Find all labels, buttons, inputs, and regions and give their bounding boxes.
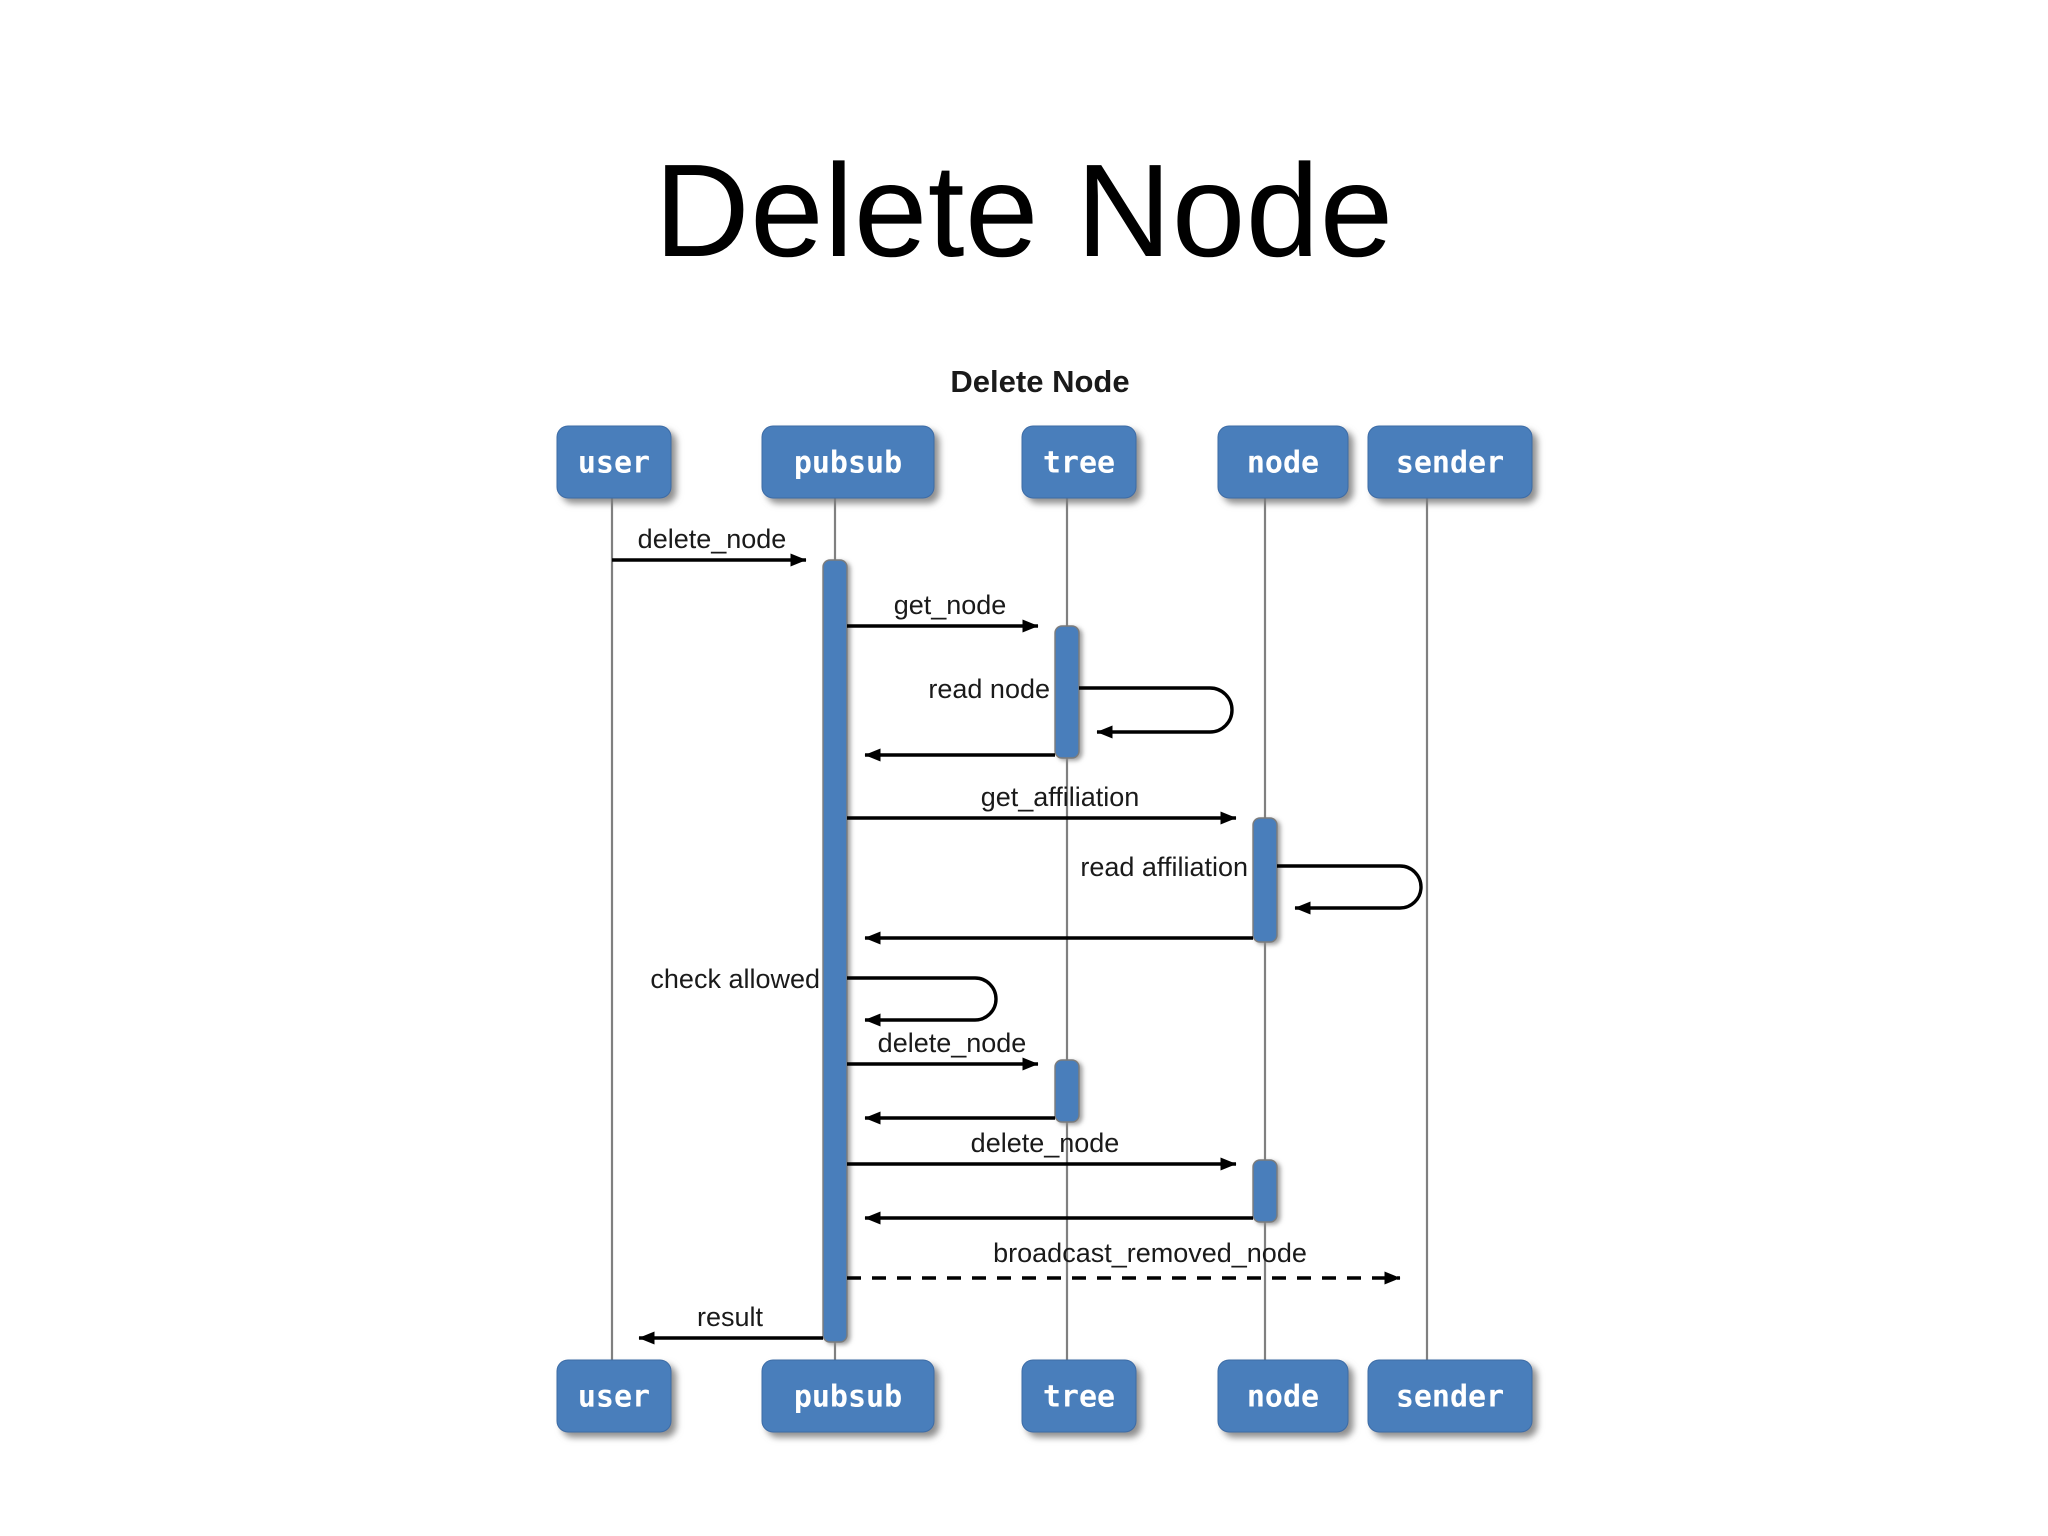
message-label: result: [697, 1302, 764, 1332]
participant-boxes-top: user pubsub tree node sender: [556, 425, 1533, 499]
activation-node-delete-node: [1252, 1159, 1278, 1223]
self-loop-arrow: [1079, 686, 1234, 739]
message-read-affiliation-self: read affiliation: [1080, 852, 1423, 915]
participant-label: node: [1247, 446, 1319, 481]
participant-box-tree-top[interactable]: tree: [1021, 425, 1137, 499]
participant-box-user-top[interactable]: user: [556, 425, 672, 499]
participant-label: pubsub: [794, 446, 902, 481]
activation-tree-get-node: [1054, 625, 1080, 759]
participant-label: sender: [1396, 446, 1504, 481]
participant-box-node-top[interactable]: node: [1217, 425, 1349, 499]
message-broadcast-removed-node: broadcast_removed_node: [847, 1238, 1401, 1285]
participant-box-sender-bottom[interactable]: sender: [1367, 1359, 1533, 1433]
message-read-node-self: read node: [928, 674, 1234, 739]
participant-box-pubsub-top[interactable]: pubsub: [761, 425, 935, 499]
message-label: delete_node: [878, 1028, 1027, 1058]
activation-pubsub-main: [822, 559, 848, 1343]
message-delete-node-pubsub-node: delete_node: [847, 1128, 1237, 1171]
message-label: check allowed: [650, 964, 820, 994]
participant-label: user: [578, 1380, 650, 1415]
page-title: Delete Node: [654, 137, 1394, 284]
message-label: read affiliation: [1080, 852, 1248, 882]
participant-label: user: [578, 446, 650, 481]
participant-box-user-bottom[interactable]: user: [556, 1359, 672, 1433]
participant-box-sender-top[interactable]: sender: [1367, 425, 1533, 499]
activation-tree-delete-node: [1054, 1059, 1080, 1123]
participant-label: pubsub: [794, 1380, 902, 1415]
participant-label: tree: [1043, 1380, 1115, 1415]
message-label: delete_node: [971, 1128, 1120, 1158]
message-label: get_node: [894, 590, 1007, 620]
message-get-affiliation: get_affiliation: [847, 782, 1237, 825]
message-check-allowed-self: check allowed: [650, 964, 998, 1027]
diagram-title: Delete Node: [950, 364, 1129, 399]
participant-box-node-bottom[interactable]: node: [1217, 1359, 1349, 1433]
participant-box-pubsub-bottom[interactable]: pubsub: [761, 1359, 935, 1433]
participant-label: node: [1247, 1380, 1319, 1415]
message-delete-node-user-pubsub: delete_node: [612, 524, 807, 567]
message-get-node: get_node: [847, 590, 1039, 633]
message-label: delete_node: [638, 524, 787, 554]
message-label: get_affiliation: [981, 782, 1140, 812]
participant-boxes-bottom: user pubsub tree node sender: [556, 1359, 1533, 1433]
message-result: result: [638, 1302, 823, 1345]
message-label: broadcast_removed_node: [993, 1238, 1307, 1268]
activation-bars: [822, 559, 1278, 1343]
activation-node-get-affiliation: [1252, 817, 1278, 943]
participant-label: tree: [1043, 446, 1115, 481]
self-loop-arrow: [1277, 864, 1423, 915]
message-label: read node: [928, 674, 1050, 704]
participant-box-tree-bottom[interactable]: tree: [1021, 1359, 1137, 1433]
self-loop-arrow: [847, 976, 998, 1027]
participant-label: sender: [1396, 1380, 1504, 1415]
message-delete-node-pubsub-tree: delete_node: [847, 1028, 1039, 1071]
